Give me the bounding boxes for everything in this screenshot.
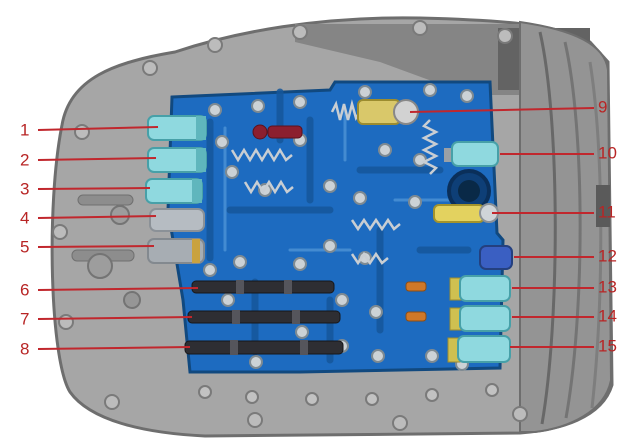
accumulator-red bbox=[252, 124, 303, 140]
valve-rod-7-land2 bbox=[292, 310, 300, 324]
valve-rod-7 bbox=[187, 310, 341, 324]
callout-number-10: 10 bbox=[598, 143, 617, 162]
solenoid-4 bbox=[149, 208, 205, 232]
case-notch bbox=[596, 185, 610, 227]
left-solenoid-bank bbox=[145, 115, 207, 264]
valve-springs bbox=[230, 119, 439, 266]
valve-rod-8-land bbox=[230, 340, 238, 355]
leader-line-5 bbox=[37, 245, 155, 248]
valve-body bbox=[166, 80, 505, 374]
solenoid-2-band bbox=[196, 148, 206, 172]
valve-11 bbox=[433, 204, 485, 223]
case-linkage-details bbox=[71, 194, 141, 309]
leader-line-9 bbox=[409, 107, 595, 113]
valve-rod-6-land bbox=[236, 280, 244, 294]
right-component-bank bbox=[330, 99, 513, 363]
callout-number-3: 3 bbox=[20, 179, 29, 198]
leader-line-1 bbox=[37, 126, 159, 131]
solenoid-12 bbox=[479, 245, 513, 270]
leader-line-2 bbox=[37, 157, 157, 161]
callout-number-6: 6 bbox=[20, 280, 29, 299]
solenoid-5 bbox=[147, 238, 205, 264]
valve-rod-8 bbox=[184, 340, 344, 355]
callout-numbers: 1 2 3 4 5 6 7 8 9 10 11 12 13 14 15 bbox=[20, 97, 617, 358]
leader-line-8 bbox=[37, 346, 191, 350]
solenoid-14 bbox=[459, 305, 511, 332]
solenoid-10 bbox=[451, 141, 499, 167]
valve-rod-7-land bbox=[232, 310, 240, 324]
solenoid-5-gold-ring bbox=[192, 239, 200, 263]
case-bottom-bolts bbox=[198, 383, 499, 406]
callout-number-14: 14 bbox=[598, 306, 617, 325]
callout-number-15: 15 bbox=[598, 336, 617, 355]
case-top-shadow bbox=[295, 24, 525, 95]
leader-line-4 bbox=[37, 215, 157, 219]
valve-body-bore-inner bbox=[458, 180, 480, 202]
callout-number-5: 5 bbox=[20, 237, 29, 256]
valve-rod-6-land2 bbox=[284, 280, 292, 294]
leader-line-6 bbox=[37, 287, 199, 291]
callout-number-12: 12 bbox=[598, 246, 617, 265]
callout-number-11: 11 bbox=[598, 202, 616, 221]
solenoid-9-spring bbox=[330, 99, 362, 121]
leader-lines bbox=[37, 107, 595, 350]
leader-line-7 bbox=[37, 316, 193, 320]
callout-number-9: 9 bbox=[598, 97, 607, 116]
valve-body-bolts bbox=[203, 83, 474, 371]
valve-rod-bank bbox=[184, 280, 344, 355]
bell-housing bbox=[519, 20, 613, 433]
solenoid-10-mount bbox=[444, 148, 454, 162]
leader-line-3 bbox=[37, 187, 151, 190]
case-rim-bolts bbox=[52, 20, 528, 431]
callout-number-4: 4 bbox=[20, 208, 29, 227]
callout-number-2: 2 bbox=[20, 150, 29, 169]
solenoid-13 bbox=[459, 275, 511, 302]
solenoid-1-band bbox=[196, 116, 206, 140]
valve-rod-8-land2 bbox=[300, 340, 308, 355]
callout-number-7: 7 bbox=[20, 309, 29, 328]
channel-highlights bbox=[223, 108, 457, 252]
solenoid-15 bbox=[457, 335, 511, 363]
orange-check-valves bbox=[405, 281, 427, 322]
callout-number-8: 8 bbox=[20, 339, 29, 358]
valve-rod-6 bbox=[191, 280, 335, 294]
solenoid-3-band bbox=[192, 179, 202, 203]
callout-number-1: 1 bbox=[20, 120, 29, 139]
callout-number-13: 13 bbox=[598, 277, 617, 296]
